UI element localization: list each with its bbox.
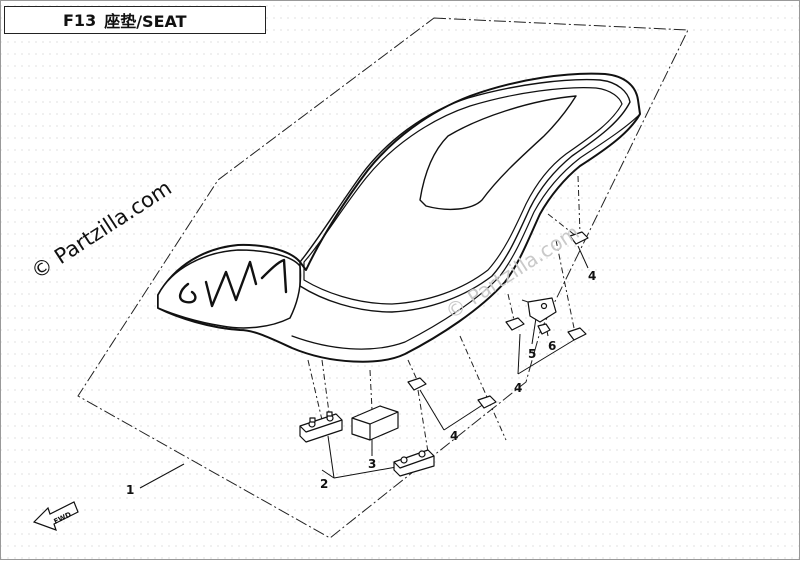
diagram-title: 座垫/SEAT: [104, 12, 187, 31]
callout-4-c: 4: [588, 269, 596, 283]
callout-3: 3: [368, 457, 376, 471]
callout-5: 5: [528, 347, 536, 361]
bracket-part-5: [527, 297, 557, 323]
callout-numbers: 1 2 3 4 4 4 5 6: [126, 269, 596, 497]
callout-4-b: 4: [514, 381, 522, 395]
bracket-part-2-left: [299, 411, 343, 443]
rubber-part-4-d: [567, 327, 587, 341]
rubber-part-4-b: [477, 395, 497, 409]
callout-2: 2: [320, 477, 328, 491]
nut-part-6: [537, 323, 551, 335]
callout-leaders: [139, 245, 589, 489]
callout-1: 1: [126, 483, 134, 497]
leader-lines: [307, 175, 581, 453]
block-part-3: [351, 405, 399, 441]
callout-4-a: 4: [450, 429, 458, 443]
rubber-part-4-a: [407, 377, 427, 391]
callout-6: 6: [548, 339, 556, 353]
diagram-code: F13: [63, 10, 97, 30]
bracket-part-2-right: [393, 449, 435, 477]
mount-parts: [299, 231, 589, 477]
seat-tail-logo: [178, 258, 288, 308]
diagram-title-box: F13 座垫/SEAT: [4, 6, 266, 34]
seat-body: [157, 72, 641, 363]
rubber-part-4-c: [505, 317, 525, 331]
rubber-part-4-e: [569, 231, 589, 245]
